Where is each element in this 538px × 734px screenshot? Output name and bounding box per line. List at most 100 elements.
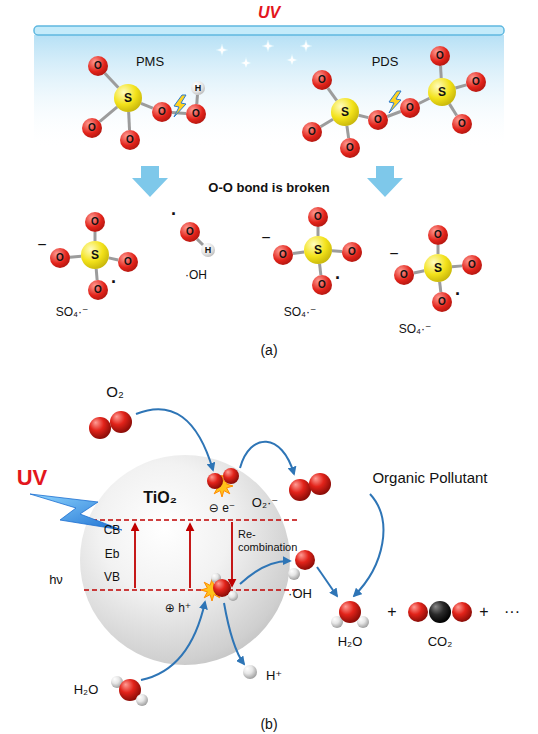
carbon-dioxide-oxygen bbox=[408, 602, 428, 622]
panel-label: (a) bbox=[260, 342, 277, 358]
atom-symbol: O bbox=[458, 119, 466, 129]
carbon-dioxide-oxygen bbox=[452, 602, 472, 622]
oxygen-atom: O bbox=[88, 56, 108, 76]
charge-sign: − bbox=[389, 245, 398, 263]
reaction-arrow bbox=[240, 561, 290, 584]
atom-symbol: O bbox=[468, 260, 476, 270]
atom-symbol: O bbox=[308, 127, 316, 137]
atom-symbol: S bbox=[314, 244, 322, 256]
species-label: SO₄·⁻ bbox=[56, 306, 89, 320]
superoxide-atom bbox=[309, 473, 331, 495]
species-label: ·OH bbox=[288, 587, 312, 602]
oxygen-atom: O bbox=[152, 102, 172, 122]
bond-line bbox=[109, 258, 119, 260]
hydrogen-atom: H bbox=[191, 81, 205, 95]
atom-symbol: S bbox=[438, 86, 446, 98]
atom-symbol: O bbox=[400, 270, 408, 280]
bond-line bbox=[70, 255, 81, 259]
down-arrow bbox=[367, 166, 403, 197]
plus-sign: + bbox=[479, 603, 488, 621]
oxygen-atom: O bbox=[312, 70, 332, 90]
oxygen-atom: O bbox=[302, 122, 322, 142]
product-water-oxygen bbox=[339, 601, 361, 623]
atom-symbol: O bbox=[406, 103, 414, 113]
plus-sign: + bbox=[387, 603, 396, 621]
bond-line bbox=[293, 252, 304, 254]
band-label: VB bbox=[104, 571, 120, 585]
oxygen-atom: O bbox=[308, 207, 328, 227]
oxygen-molecule-atom bbox=[110, 411, 132, 433]
hole-label: ⊕ h⁺ bbox=[165, 602, 191, 616]
bond-line bbox=[141, 103, 153, 108]
radical-dot: · bbox=[171, 204, 177, 225]
bond-line bbox=[449, 104, 456, 116]
water-hydrogen bbox=[136, 694, 148, 706]
uv-label: UV bbox=[17, 465, 48, 490]
bond-line bbox=[439, 66, 443, 78]
reaction-arrow bbox=[224, 603, 244, 664]
bond-line bbox=[455, 85, 466, 88]
bond-line bbox=[452, 264, 462, 268]
reaction-arrow bbox=[354, 494, 383, 596]
reaction-arrow bbox=[240, 442, 294, 474]
bond-cleavage-bolt bbox=[174, 95, 186, 117]
atom-symbol: S bbox=[341, 106, 349, 118]
reaction-arrow bbox=[136, 409, 213, 470]
oxygen-atom: O bbox=[88, 280, 108, 300]
atom-symbol: S bbox=[434, 262, 442, 274]
oxygen-atom: O bbox=[466, 72, 486, 92]
atom-symbol: H bbox=[205, 246, 212, 255]
sparkle bbox=[262, 40, 274, 52]
atom-symbol: O bbox=[318, 75, 326, 85]
sparkle bbox=[240, 57, 252, 69]
atom-symbol: O bbox=[472, 77, 480, 87]
bond-line bbox=[359, 115, 369, 117]
pollutant-label: Organic Pollutant bbox=[372, 469, 487, 486]
oxygen-atom: O bbox=[430, 46, 450, 66]
bond-line bbox=[317, 227, 320, 236]
bond-line bbox=[414, 271, 424, 273]
sulfur-atom: S bbox=[428, 78, 456, 106]
oxygen-atom: O bbox=[180, 222, 200, 242]
bond-line bbox=[328, 88, 337, 101]
conduction-band-edge bbox=[92, 519, 300, 521]
atom-symbol: O bbox=[126, 135, 134, 145]
atom-symbol: O bbox=[88, 123, 96, 133]
bond-line bbox=[332, 249, 342, 253]
species-label: H₂O bbox=[74, 683, 99, 698]
atom-symbol: O bbox=[186, 227, 194, 237]
oxygen-atom: O bbox=[273, 245, 293, 265]
adsorbed-water-hydrogen bbox=[228, 591, 238, 601]
atom-symbol: O bbox=[314, 212, 322, 222]
oxygen-atom: O bbox=[186, 104, 206, 124]
radical-dot: · bbox=[335, 268, 341, 289]
bond-line bbox=[320, 264, 321, 275]
atom-symbol: O bbox=[348, 247, 356, 257]
sparkle bbox=[216, 44, 228, 56]
atom-symbol: O bbox=[56, 253, 64, 263]
bond-line bbox=[127, 112, 131, 130]
atom-symbol: O bbox=[436, 51, 444, 61]
charge-sign: − bbox=[261, 229, 270, 247]
adsorbed-oxygen-atom bbox=[207, 473, 223, 489]
atom-symbol: O bbox=[94, 61, 102, 71]
valence-band-edge bbox=[84, 589, 300, 591]
uv-lamp-label: UV bbox=[258, 4, 280, 22]
reaction-arrow bbox=[141, 602, 205, 680]
oxygen-atom: O bbox=[428, 225, 448, 245]
oxygen-atom: O bbox=[368, 110, 388, 130]
atom-symbol: O bbox=[158, 107, 166, 117]
oxygen-atom: O bbox=[50, 248, 70, 268]
atom-symbol: O bbox=[374, 115, 382, 125]
oxygen-atom: O bbox=[394, 265, 414, 285]
atom-symbol: O bbox=[91, 217, 99, 227]
bandgap-label: Eb bbox=[105, 548, 120, 562]
bond-cleavage-bolt bbox=[389, 91, 401, 113]
reaction-arrow bbox=[317, 567, 337, 596]
ellipsis: ··· bbox=[504, 603, 520, 621]
atom-symbol: O bbox=[94, 285, 102, 295]
atom-symbol: O bbox=[346, 143, 354, 153]
